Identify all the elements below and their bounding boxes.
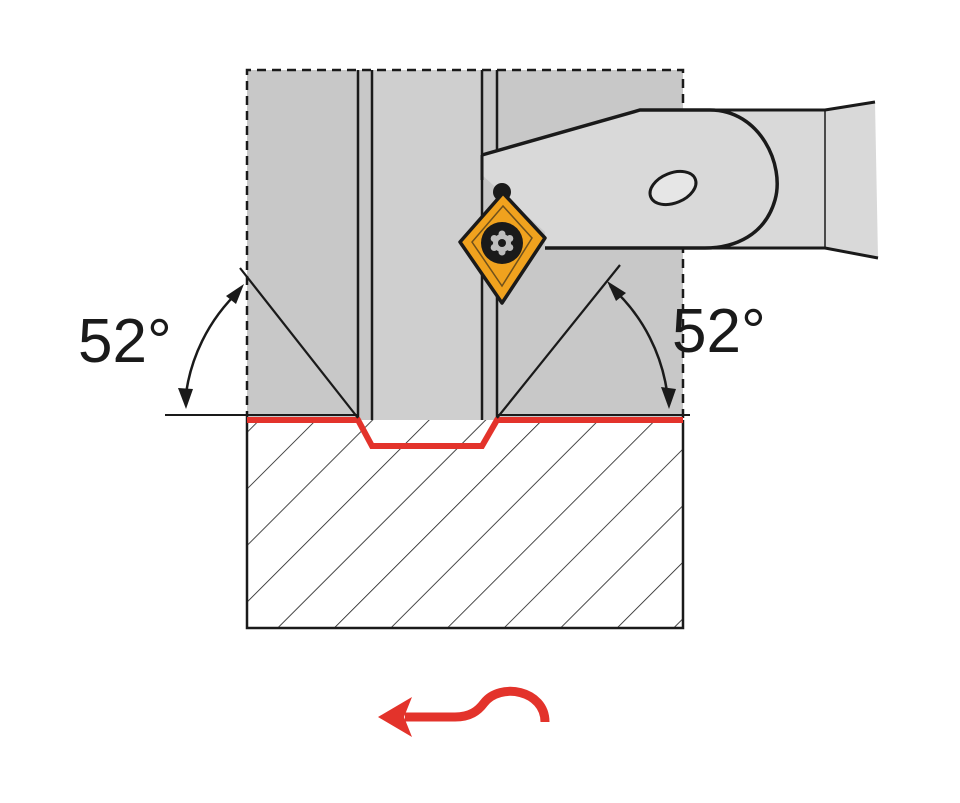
hatched-workpiece <box>245 420 685 630</box>
groove-strip <box>372 70 482 445</box>
right-angle-dimension: 52° <box>497 281 766 416</box>
chamfer-lines <box>239 264 621 419</box>
torx-screw-icon <box>490 230 514 256</box>
holder-hole <box>648 169 698 207</box>
arrowhead-left-top <box>226 284 244 304</box>
machined-profile-line <box>247 417 683 449</box>
left-angle-label: 52° <box>78 307 172 376</box>
arrowhead-right-bottom <box>661 387 676 409</box>
right-angle-label: 52° <box>672 297 766 366</box>
arrowhead-left-bottom <box>178 388 193 409</box>
u-turn-arrow-left-icon <box>378 686 550 737</box>
arrowhead-right-top <box>607 281 626 301</box>
rhombic-insert-icon <box>458 191 547 305</box>
left-angle-dimension: 52° <box>78 284 357 416</box>
tool-holder <box>480 100 879 260</box>
